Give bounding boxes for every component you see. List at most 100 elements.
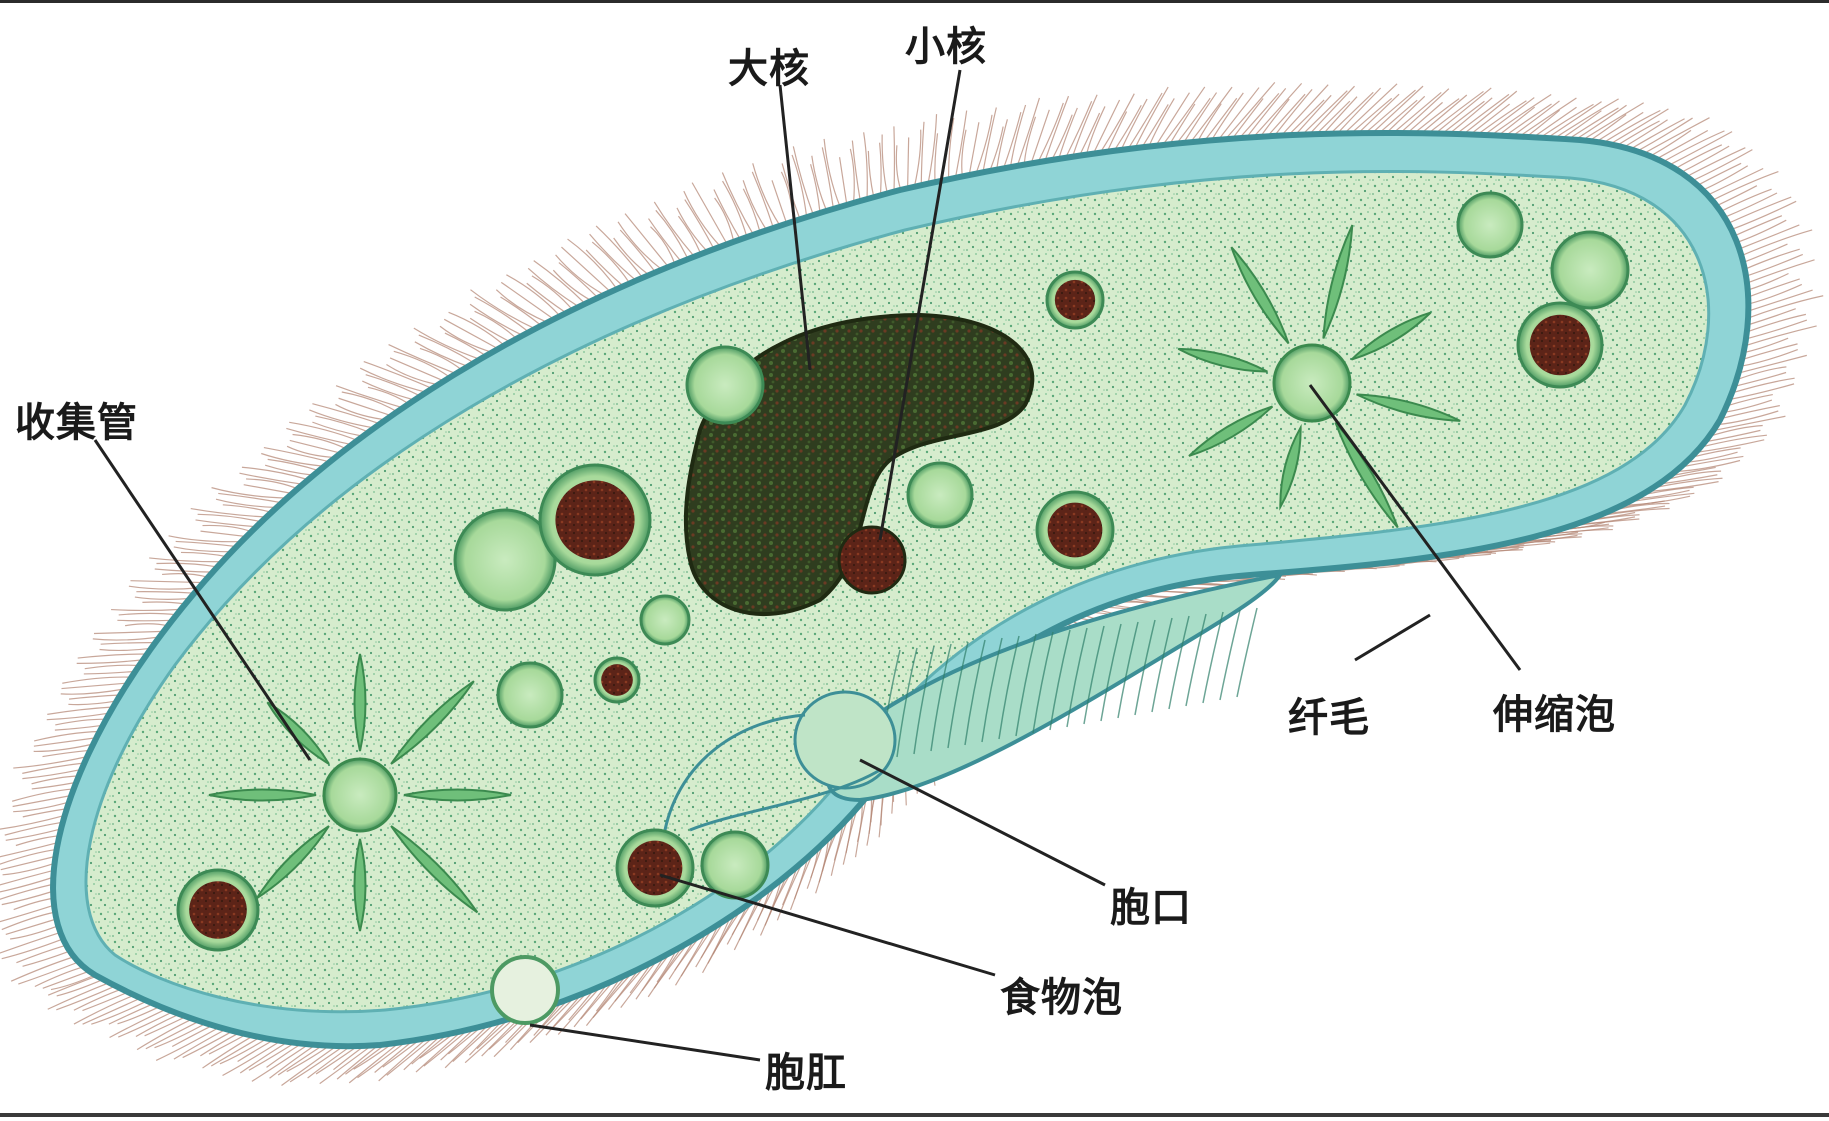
cilium bbox=[568, 239, 617, 289]
cilium bbox=[0, 849, 57, 864]
cilium bbox=[914, 130, 920, 187]
contractile-vacuole-core bbox=[324, 759, 396, 831]
cilium bbox=[983, 108, 996, 173]
cilium bbox=[894, 126, 895, 191]
cilium bbox=[55, 719, 106, 725]
cilium bbox=[77, 660, 143, 664]
cilium bbox=[246, 479, 298, 489]
cilium bbox=[84, 671, 135, 674]
cilium bbox=[78, 654, 147, 658]
cilium bbox=[3, 863, 55, 874]
food-vacuole-content bbox=[1055, 280, 1095, 320]
groove-striation bbox=[1220, 610, 1240, 700]
cilium bbox=[822, 147, 833, 208]
cilium bbox=[149, 558, 222, 562]
cilium bbox=[1675, 145, 1722, 169]
leader-cilia bbox=[1355, 615, 1430, 660]
top-border bbox=[0, 0, 1829, 3]
leader-anal-pore bbox=[530, 1025, 760, 1060]
cilium bbox=[287, 446, 335, 457]
cilium bbox=[22, 769, 81, 778]
cilium bbox=[156, 563, 217, 567]
cilium bbox=[74, 989, 122, 1010]
food-vacuole-content bbox=[628, 841, 683, 896]
food-vacuole-content bbox=[1048, 503, 1103, 558]
cilium bbox=[649, 219, 682, 262]
cilium bbox=[48, 976, 97, 995]
cilium bbox=[650, 227, 674, 265]
cilium bbox=[1748, 309, 1796, 325]
cilium bbox=[449, 312, 505, 345]
cilium bbox=[527, 283, 567, 313]
vacuole bbox=[687, 347, 763, 423]
cilium bbox=[969, 122, 979, 175]
cilium bbox=[1309, 86, 1354, 134]
cilium bbox=[360, 368, 426, 392]
cilium bbox=[1407, 102, 1442, 133]
cilium bbox=[13, 795, 72, 806]
label-food-vacuole: 食物泡 bbox=[1000, 965, 1123, 1023]
cilium bbox=[5, 822, 63, 835]
cilium bbox=[0, 884, 53, 899]
cilium bbox=[201, 531, 247, 536]
cilium bbox=[117, 620, 172, 621]
bottom-border bbox=[0, 1113, 1829, 1117]
cilium bbox=[68, 701, 116, 705]
cilium bbox=[56, 986, 115, 1010]
cilium bbox=[181, 552, 227, 556]
label-collecting-canal: 收集管 bbox=[15, 390, 138, 448]
cilium bbox=[955, 111, 966, 178]
label-macronucleus: 大核 bbox=[728, 36, 810, 94]
cilium bbox=[336, 386, 403, 408]
cilium bbox=[101, 643, 156, 645]
cilium bbox=[470, 318, 510, 342]
cilium bbox=[47, 707, 113, 714]
cilium bbox=[61, 689, 124, 694]
cilium bbox=[445, 333, 486, 356]
cilium bbox=[22, 763, 84, 773]
vacuole bbox=[908, 463, 972, 527]
cilium bbox=[129, 586, 199, 589]
cilium bbox=[1624, 120, 1668, 148]
cilium bbox=[896, 145, 900, 189]
micronucleus bbox=[839, 527, 905, 593]
cilium bbox=[1163, 87, 1205, 145]
cilium bbox=[111, 609, 181, 610]
cilium bbox=[753, 163, 780, 225]
cilium bbox=[1568, 108, 1618, 139]
cilium bbox=[880, 143, 881, 196]
cilium bbox=[1191, 87, 1232, 142]
leader-oral-groove bbox=[860, 760, 1105, 885]
cilium bbox=[109, 1004, 154, 1024]
cytoplasm bbox=[86, 171, 1709, 1011]
cilium bbox=[1400, 89, 1448, 133]
cilium bbox=[1712, 172, 1778, 201]
cilium bbox=[506, 275, 560, 316]
cilium bbox=[921, 122, 924, 185]
cilium bbox=[130, 581, 203, 583]
cilium bbox=[743, 189, 760, 233]
cilium bbox=[320, 1046, 372, 1084]
cilium bbox=[1, 856, 56, 869]
cilium bbox=[1281, 85, 1328, 136]
cilium bbox=[125, 624, 168, 626]
cilium bbox=[16, 945, 66, 963]
cilium bbox=[55, 725, 103, 730]
cilium bbox=[1663, 131, 1725, 162]
contractile-vacuole-core bbox=[1274, 345, 1350, 421]
cilium bbox=[990, 127, 1003, 171]
cilium bbox=[212, 488, 288, 499]
cilium bbox=[34, 732, 99, 741]
cilium bbox=[1743, 244, 1787, 262]
cilium bbox=[1302, 91, 1347, 135]
cilium bbox=[69, 695, 120, 699]
cilium bbox=[864, 132, 868, 199]
cilium bbox=[1744, 338, 1789, 353]
cilium bbox=[840, 157, 847, 205]
cilium bbox=[12, 789, 74, 801]
cilium bbox=[183, 1031, 233, 1058]
cilium bbox=[142, 602, 185, 604]
cilium bbox=[752, 172, 773, 228]
